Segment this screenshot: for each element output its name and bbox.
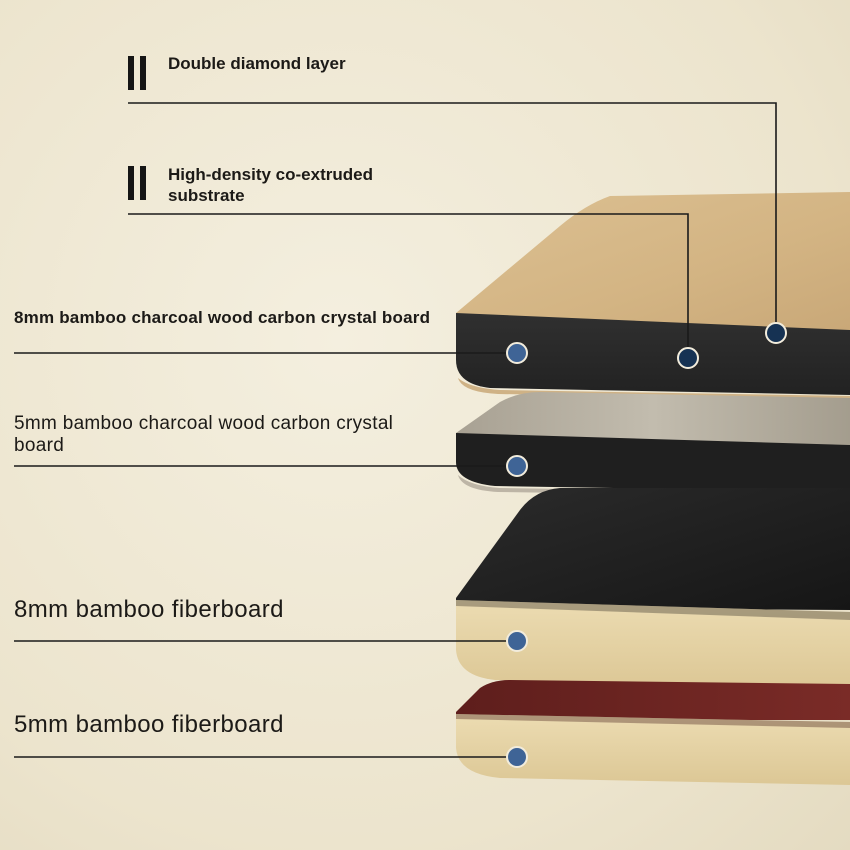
layer-label-2: 5mm bamboo charcoal wood carbon crystal … — [14, 413, 394, 456]
callout-substrate: High-density co-extruded substrate — [168, 165, 373, 205]
board2-top — [456, 392, 850, 445]
board3-side — [456, 600, 850, 688]
board1-top — [456, 192, 850, 330]
marker-double-diamond — [765, 322, 787, 344]
board4-top — [456, 680, 850, 720]
line-double-diamond — [128, 102, 777, 333]
layer-label-4: 5mm bamboo fiberboard — [14, 711, 284, 738]
board1-side — [456, 313, 850, 395]
board3-top — [456, 488, 850, 610]
double-bar-icon — [128, 56, 150, 90]
board-5mm-fiberboard — [456, 680, 850, 785]
layer-label-1: 8mm bamboo charcoal wood carbon crystal … — [14, 308, 431, 327]
board4-side — [456, 714, 850, 785]
callout-double-diamond: Double diamond layer — [168, 54, 346, 73]
line-substrate — [128, 213, 689, 358]
board4-edge-shadow — [456, 714, 850, 728]
board3-edge-shadow — [456, 600, 850, 620]
board-5mm-carbon-crystal — [456, 392, 850, 497]
marker-layer-3 — [506, 630, 528, 652]
marker-layer-2 — [506, 455, 528, 477]
marker-substrate — [677, 347, 699, 369]
marker-layer-4 — [506, 746, 528, 768]
board-8mm-fiberboard — [456, 488, 850, 688]
marker-layer-1 — [506, 342, 528, 364]
board-8mm-carbon-crystal — [456, 192, 850, 400]
board2-side — [456, 433, 850, 492]
layer-label-3: 8mm bamboo fiberboard — [14, 596, 284, 623]
double-bar-icon — [128, 166, 150, 200]
